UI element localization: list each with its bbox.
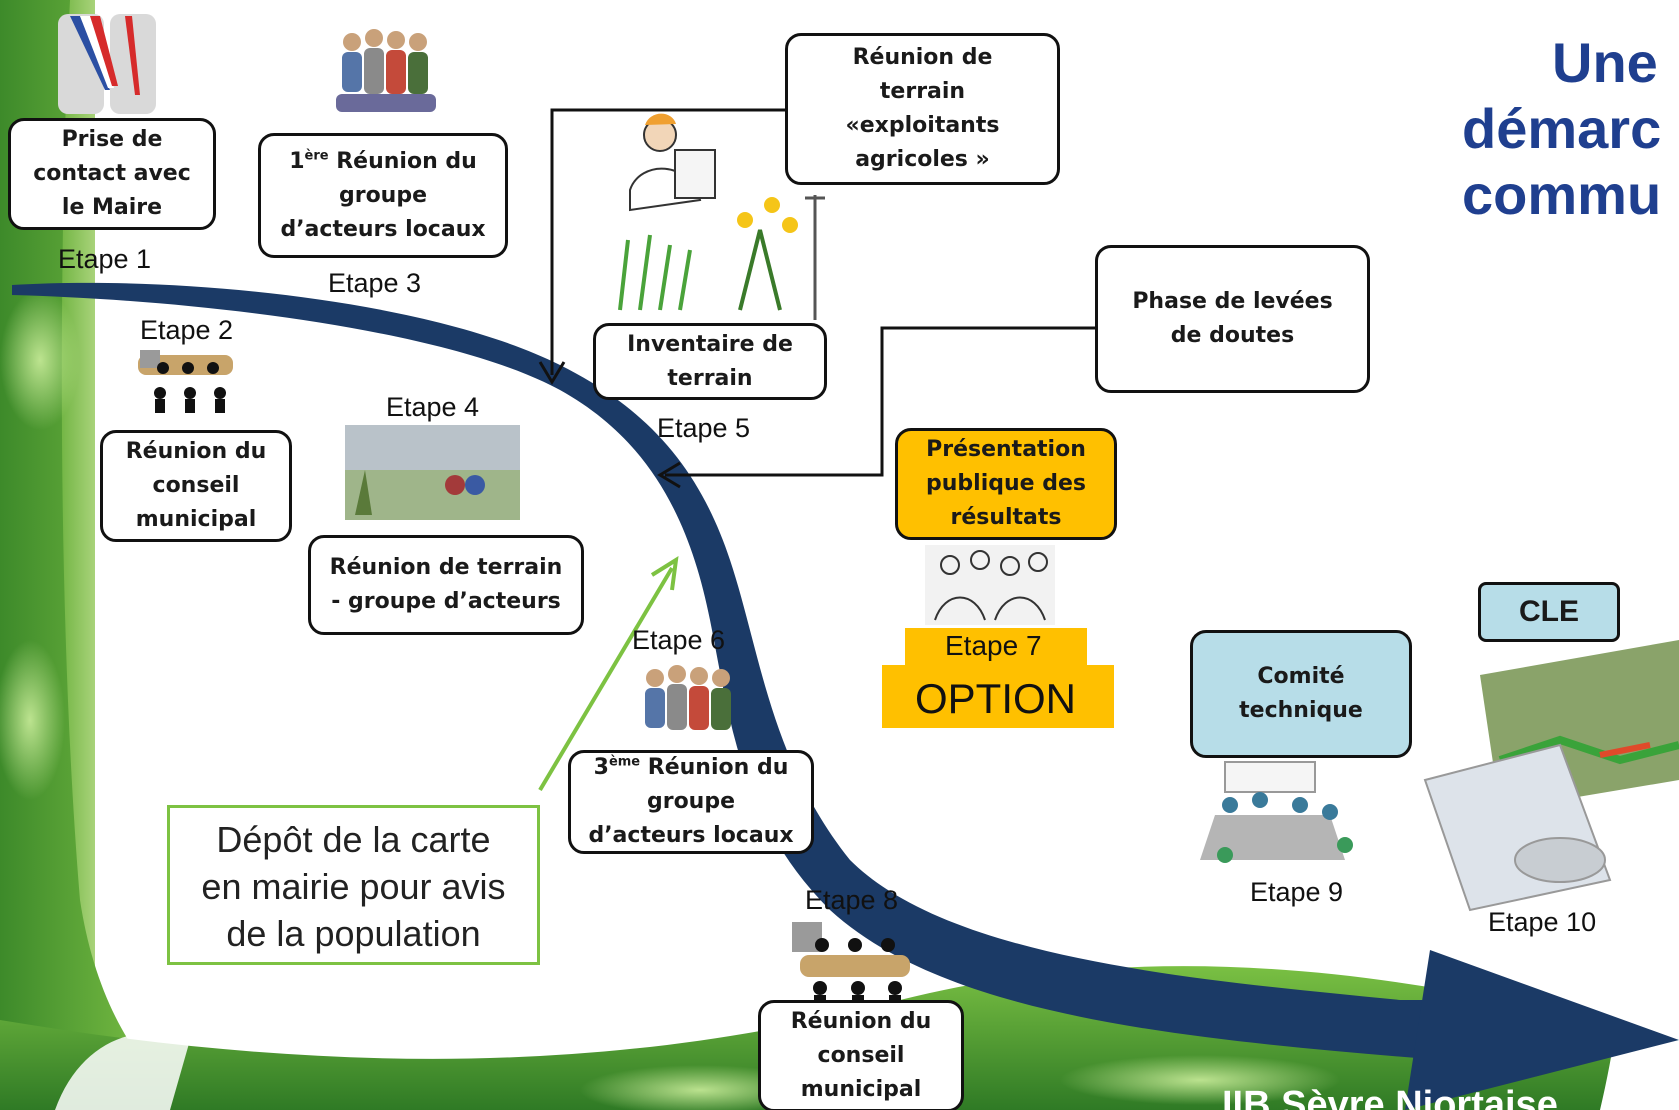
option-block: OPTION	[882, 665, 1114, 728]
group-people-icon-2	[645, 665, 731, 730]
step-label-3: Etape 3	[328, 268, 422, 298]
group-people-icon	[336, 29, 436, 112]
step-label-4: Etape 4	[386, 392, 480, 422]
box-presentation-publique: Présentation publique des résultats	[895, 428, 1117, 540]
step-label-6: Etape 6	[632, 625, 726, 655]
connector-note-to-flow	[538, 556, 679, 792]
connector-exploitants-to-flow	[538, 108, 790, 385]
crowd-sketch-icon	[925, 545, 1055, 625]
box-conseil-municipal-2: Réunion du conseil municipal	[758, 1000, 964, 1110]
committee-meeting-icon	[1200, 761, 1353, 863]
step-label-5: Etape 5	[657, 413, 751, 443]
footer-organisation: IIB Sèvre Niortaise	[1222, 1084, 1558, 1110]
box-prise-contact: Prise de contact avec le Maire	[8, 118, 216, 230]
box-terrain-exploitants: Réunion de terrain «exploitants agricole…	[785, 33, 1060, 185]
field-landscape-icon	[345, 425, 520, 520]
process-flow-arrow	[12, 282, 1679, 1110]
box-terrain-acteurs: Réunion de terrain - groupe d’acteurs	[308, 535, 584, 635]
connector-levees-to-flow	[657, 326, 1098, 489]
title-line-2: démarc	[1462, 97, 1662, 160]
box-inventaire: Inventaire de terrain	[593, 323, 827, 400]
box-cle: CLE	[1478, 582, 1620, 642]
reunion-3-ordinal-sup: ème	[608, 754, 641, 770]
option-label: OPTION	[915, 675, 1077, 722]
title-line-1: Une	[1552, 31, 1658, 94]
reunion-3-ordinal: 3	[593, 755, 609, 780]
box-conseil-municipal-1: Réunion du conseil municipal	[100, 430, 292, 542]
plants-icon	[618, 195, 825, 320]
reunion-1-ordinal: 1	[289, 148, 305, 174]
reunion-1-ordinal-sup: ère	[304, 148, 329, 164]
step-label-8: Etape 8	[805, 885, 899, 915]
box-reunion-3: 3ème Réunion du groupe d’acteurs locaux	[568, 750, 814, 854]
step-label-9: Etape 9	[1250, 877, 1344, 907]
mayor-sash-icon	[58, 14, 156, 114]
etape-7-label: Etape 7	[945, 630, 1042, 661]
surveyor-icon	[629, 113, 716, 212]
meeting-table-icon	[138, 350, 233, 413]
step-label-2: Etape 2	[140, 315, 234, 345]
box-levees-doutes: Phase de levées de doutes	[1095, 245, 1370, 393]
step-label-1: Etape 1	[58, 244, 152, 274]
reunion-1-text: Réunion du groupe d’acteurs locaux	[280, 148, 486, 242]
box-comite-technique: Comité technique	[1190, 630, 1412, 758]
note-depot-carte: Dépôt de la carte en mairie pour avis de…	[167, 805, 540, 965]
step-label-10: Etape 10	[1488, 907, 1597, 937]
title-line-3: commu	[1462, 163, 1662, 226]
reunion-3-text: Réunion du groupe d’acteurs locaux	[588, 755, 794, 848]
maps-documents-icon	[1423, 640, 1679, 912]
etape-7-label-block: Etape 7	[905, 628, 1087, 668]
box-reunion-1: 1ère Réunion du groupe d’acteurs locaux	[258, 133, 508, 258]
